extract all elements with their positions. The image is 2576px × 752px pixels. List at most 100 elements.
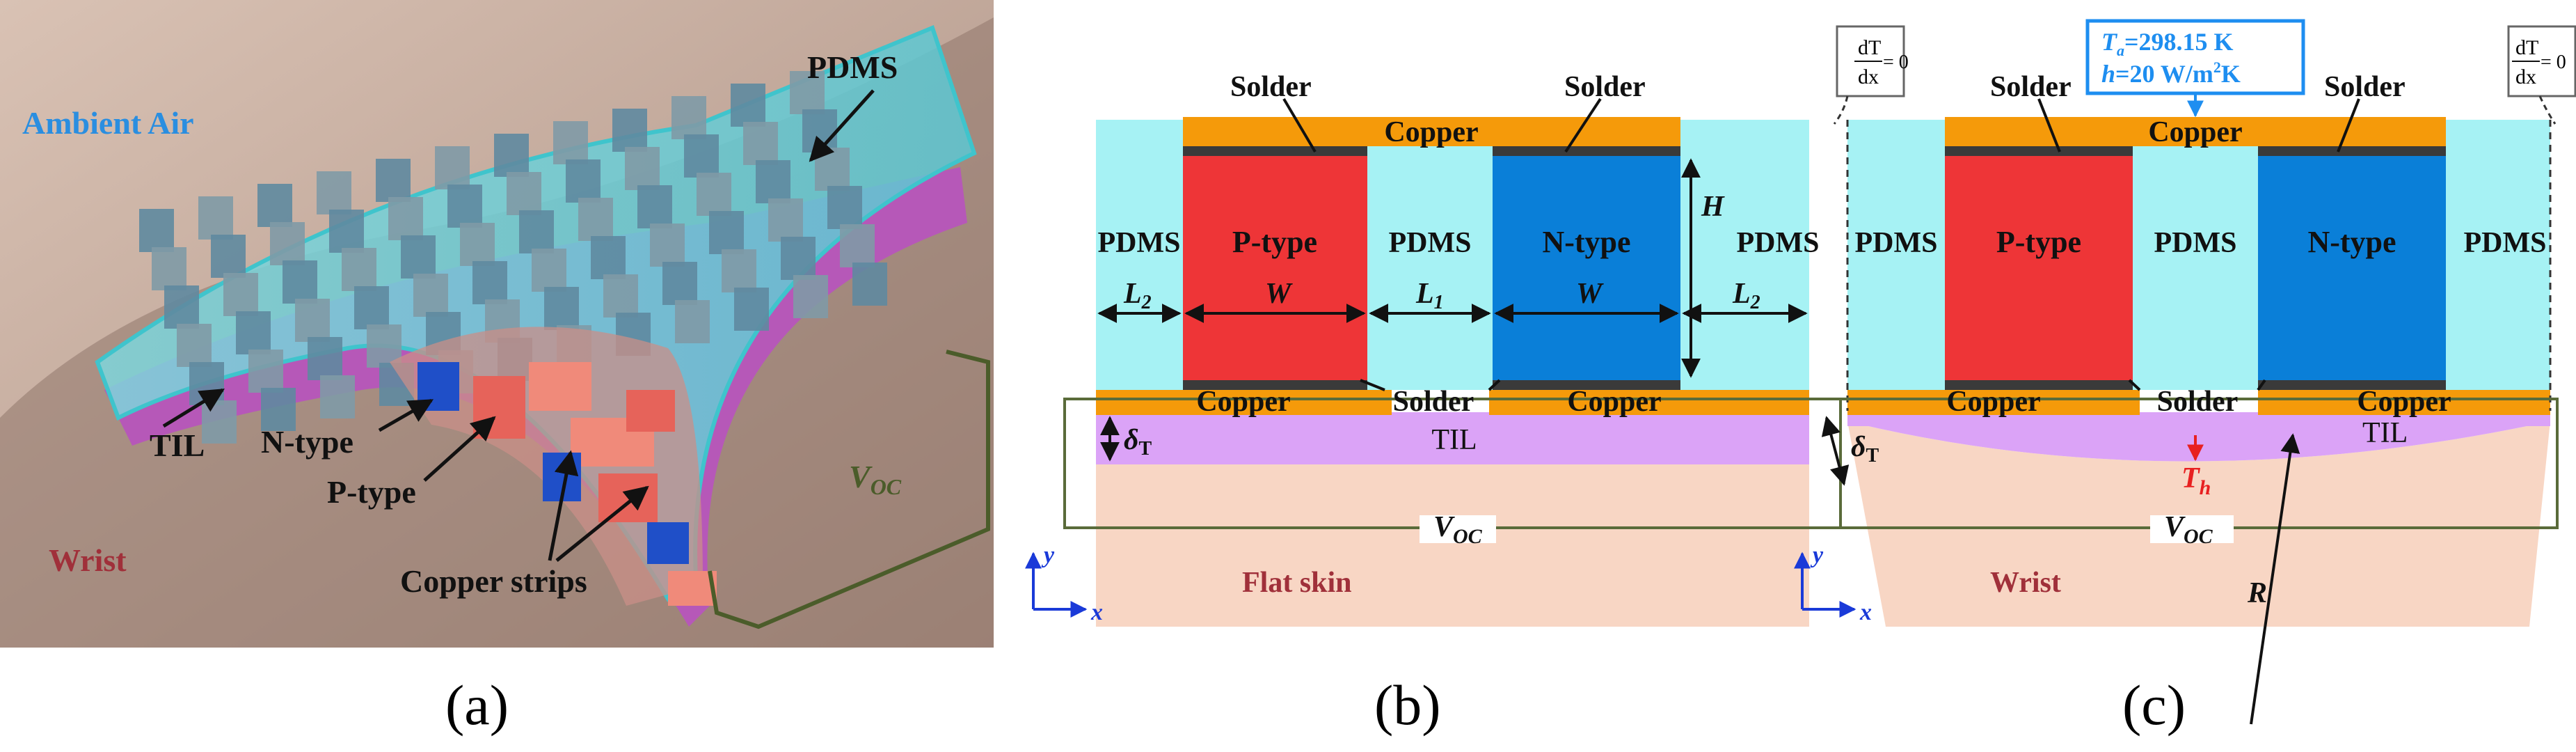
te-leg-block (756, 160, 790, 203)
n-type-leg-b (1493, 156, 1680, 380)
voc-label-a: VOC (849, 459, 902, 499)
solder-top-left-b (1183, 146, 1367, 156)
copper-bottom-left-b (1096, 390, 1392, 415)
te-leg-block (578, 198, 613, 241)
pdms-right-label-b: PDMS (1737, 227, 1820, 259)
te-leg-block (494, 134, 529, 177)
dim-l2-right-label: L2 (1732, 278, 1760, 313)
te-leg-block (684, 134, 719, 178)
svg-text:dT: dT (1858, 36, 1881, 59)
p-type-leg-c (1945, 156, 2133, 380)
solder-bottom-left-b (1183, 380, 1367, 390)
te-leg-block (283, 260, 317, 304)
solder-leader-mid-c2 (2257, 379, 2266, 391)
voc-label-b: VOC (1433, 511, 1483, 548)
solder-mid-label-b: Solder (1393, 386, 1474, 418)
n-type-arrow-a (378, 398, 434, 432)
wrist-label-a: Wrist (49, 542, 127, 578)
p-type-label-a: P-type (327, 474, 416, 510)
te-leg-block (566, 159, 601, 203)
copper-strips-label: Copper strips (400, 563, 587, 599)
copper-top-label-c: Copper (2148, 116, 2242, 148)
solder-top-left-c (1945, 146, 2133, 156)
te-leg-block (697, 173, 731, 216)
copper-bottom-left-c (1847, 390, 2140, 415)
visible-legs (418, 362, 717, 606)
dim-delta-c (1821, 416, 1850, 486)
bc-left-equation: dT dx = 0 (1854, 36, 1909, 88)
te-leg-grid (139, 71, 887, 444)
n-type-label-b: N-type (1542, 225, 1630, 259)
solder-leader-left-b (1282, 97, 1317, 153)
pdms-mid-label-c: PDMS (2154, 227, 2237, 259)
solder-leader-mid-b2 (1488, 379, 1501, 391)
te-leg-block (248, 350, 283, 393)
te-leg-block (709, 211, 744, 254)
te-leg-block (320, 375, 355, 418)
te-leg-block (177, 324, 212, 367)
solder-mid-label-c: Solder (2157, 386, 2239, 418)
te-leg-block (401, 235, 436, 279)
solder-leader-right-c (2337, 98, 2360, 152)
te-leg-block (544, 287, 579, 330)
te-leg-block (802, 109, 837, 152)
til-arrow-a (162, 388, 225, 428)
te-leg-block (261, 388, 296, 431)
te-leg-block (164, 285, 199, 329)
n-type-leg-c (2258, 156, 2446, 380)
te-leg-block (507, 172, 541, 215)
svg-text:h=20 W/m2K: h=20 W/m2K (2101, 58, 2241, 88)
solder-left-label-c: Solder (1990, 71, 2072, 103)
solder-top-right-c (2258, 146, 2446, 156)
pdms-left-label-c: PDMS (1855, 227, 1938, 259)
solder-right-label-c: Solder (2324, 71, 2406, 103)
pdms-label-a: PDMS (807, 49, 898, 85)
te-leg-block (731, 84, 765, 127)
p-type-leg-b (1183, 156, 1367, 380)
copper-top-b (1183, 117, 1680, 146)
solder-left-label-b: Solder (1230, 71, 1312, 103)
solder-bottom-right-c (2258, 380, 2446, 390)
dim-l1-label: L1 (1415, 278, 1444, 313)
te-leg-block (211, 235, 246, 278)
te-leg-block (734, 288, 769, 331)
til-b (1096, 412, 1809, 464)
p-type-label-c: P-type (1996, 225, 2081, 259)
te-leg-block (790, 71, 825, 114)
pdms-arrow-a (809, 89, 875, 162)
te-leg-block (722, 249, 756, 292)
copper-bl-label-c: Copper (1946, 386, 2040, 418)
bc-left-leader (1833, 95, 1849, 125)
axis-y-label-b: y (1041, 542, 1055, 568)
copper-bl-label-b: Copper (1196, 386, 1290, 418)
te-leg-block (435, 146, 470, 189)
pdms-right-label-c: PDMS (2464, 227, 2547, 259)
panel-a: Ambient Air PDMS TIL N-type P-type Wrist… (0, 0, 994, 737)
te-leg-block (472, 261, 507, 304)
te-leg-block (553, 121, 588, 164)
copper-arrow-2 (555, 485, 649, 562)
copper-arrow-1 (548, 450, 579, 561)
p-type-label-b: P-type (1232, 225, 1317, 259)
te-leg-block (532, 249, 566, 292)
te-leg-block (342, 248, 376, 291)
voc-mask-c (2150, 515, 2234, 543)
convection-bc-text: Ta=298.15 K h=20 W/m2K (2101, 28, 2241, 88)
n-type-label-a: N-type (261, 424, 353, 460)
radius-label: R (2247, 577, 2267, 609)
te-leg-block (460, 223, 495, 266)
te-leg-block (329, 210, 364, 253)
te-leg-block (223, 273, 258, 316)
panel-b: Solder Solder Copper PDMS P-type PDMS N-… (1025, 71, 1842, 737)
te-leg-block (295, 299, 330, 342)
te-leg-block (270, 222, 305, 265)
caption-c: (c) (2122, 673, 2186, 737)
copper-br-label-b: Copper (1567, 386, 1661, 418)
te-leg-block (650, 224, 685, 267)
te-leg-block (308, 337, 342, 380)
te-leg-block (236, 311, 271, 354)
te-leg-block (139, 209, 174, 252)
te-leg-block (198, 196, 233, 240)
axis-y-label-c: y (1810, 542, 1824, 568)
